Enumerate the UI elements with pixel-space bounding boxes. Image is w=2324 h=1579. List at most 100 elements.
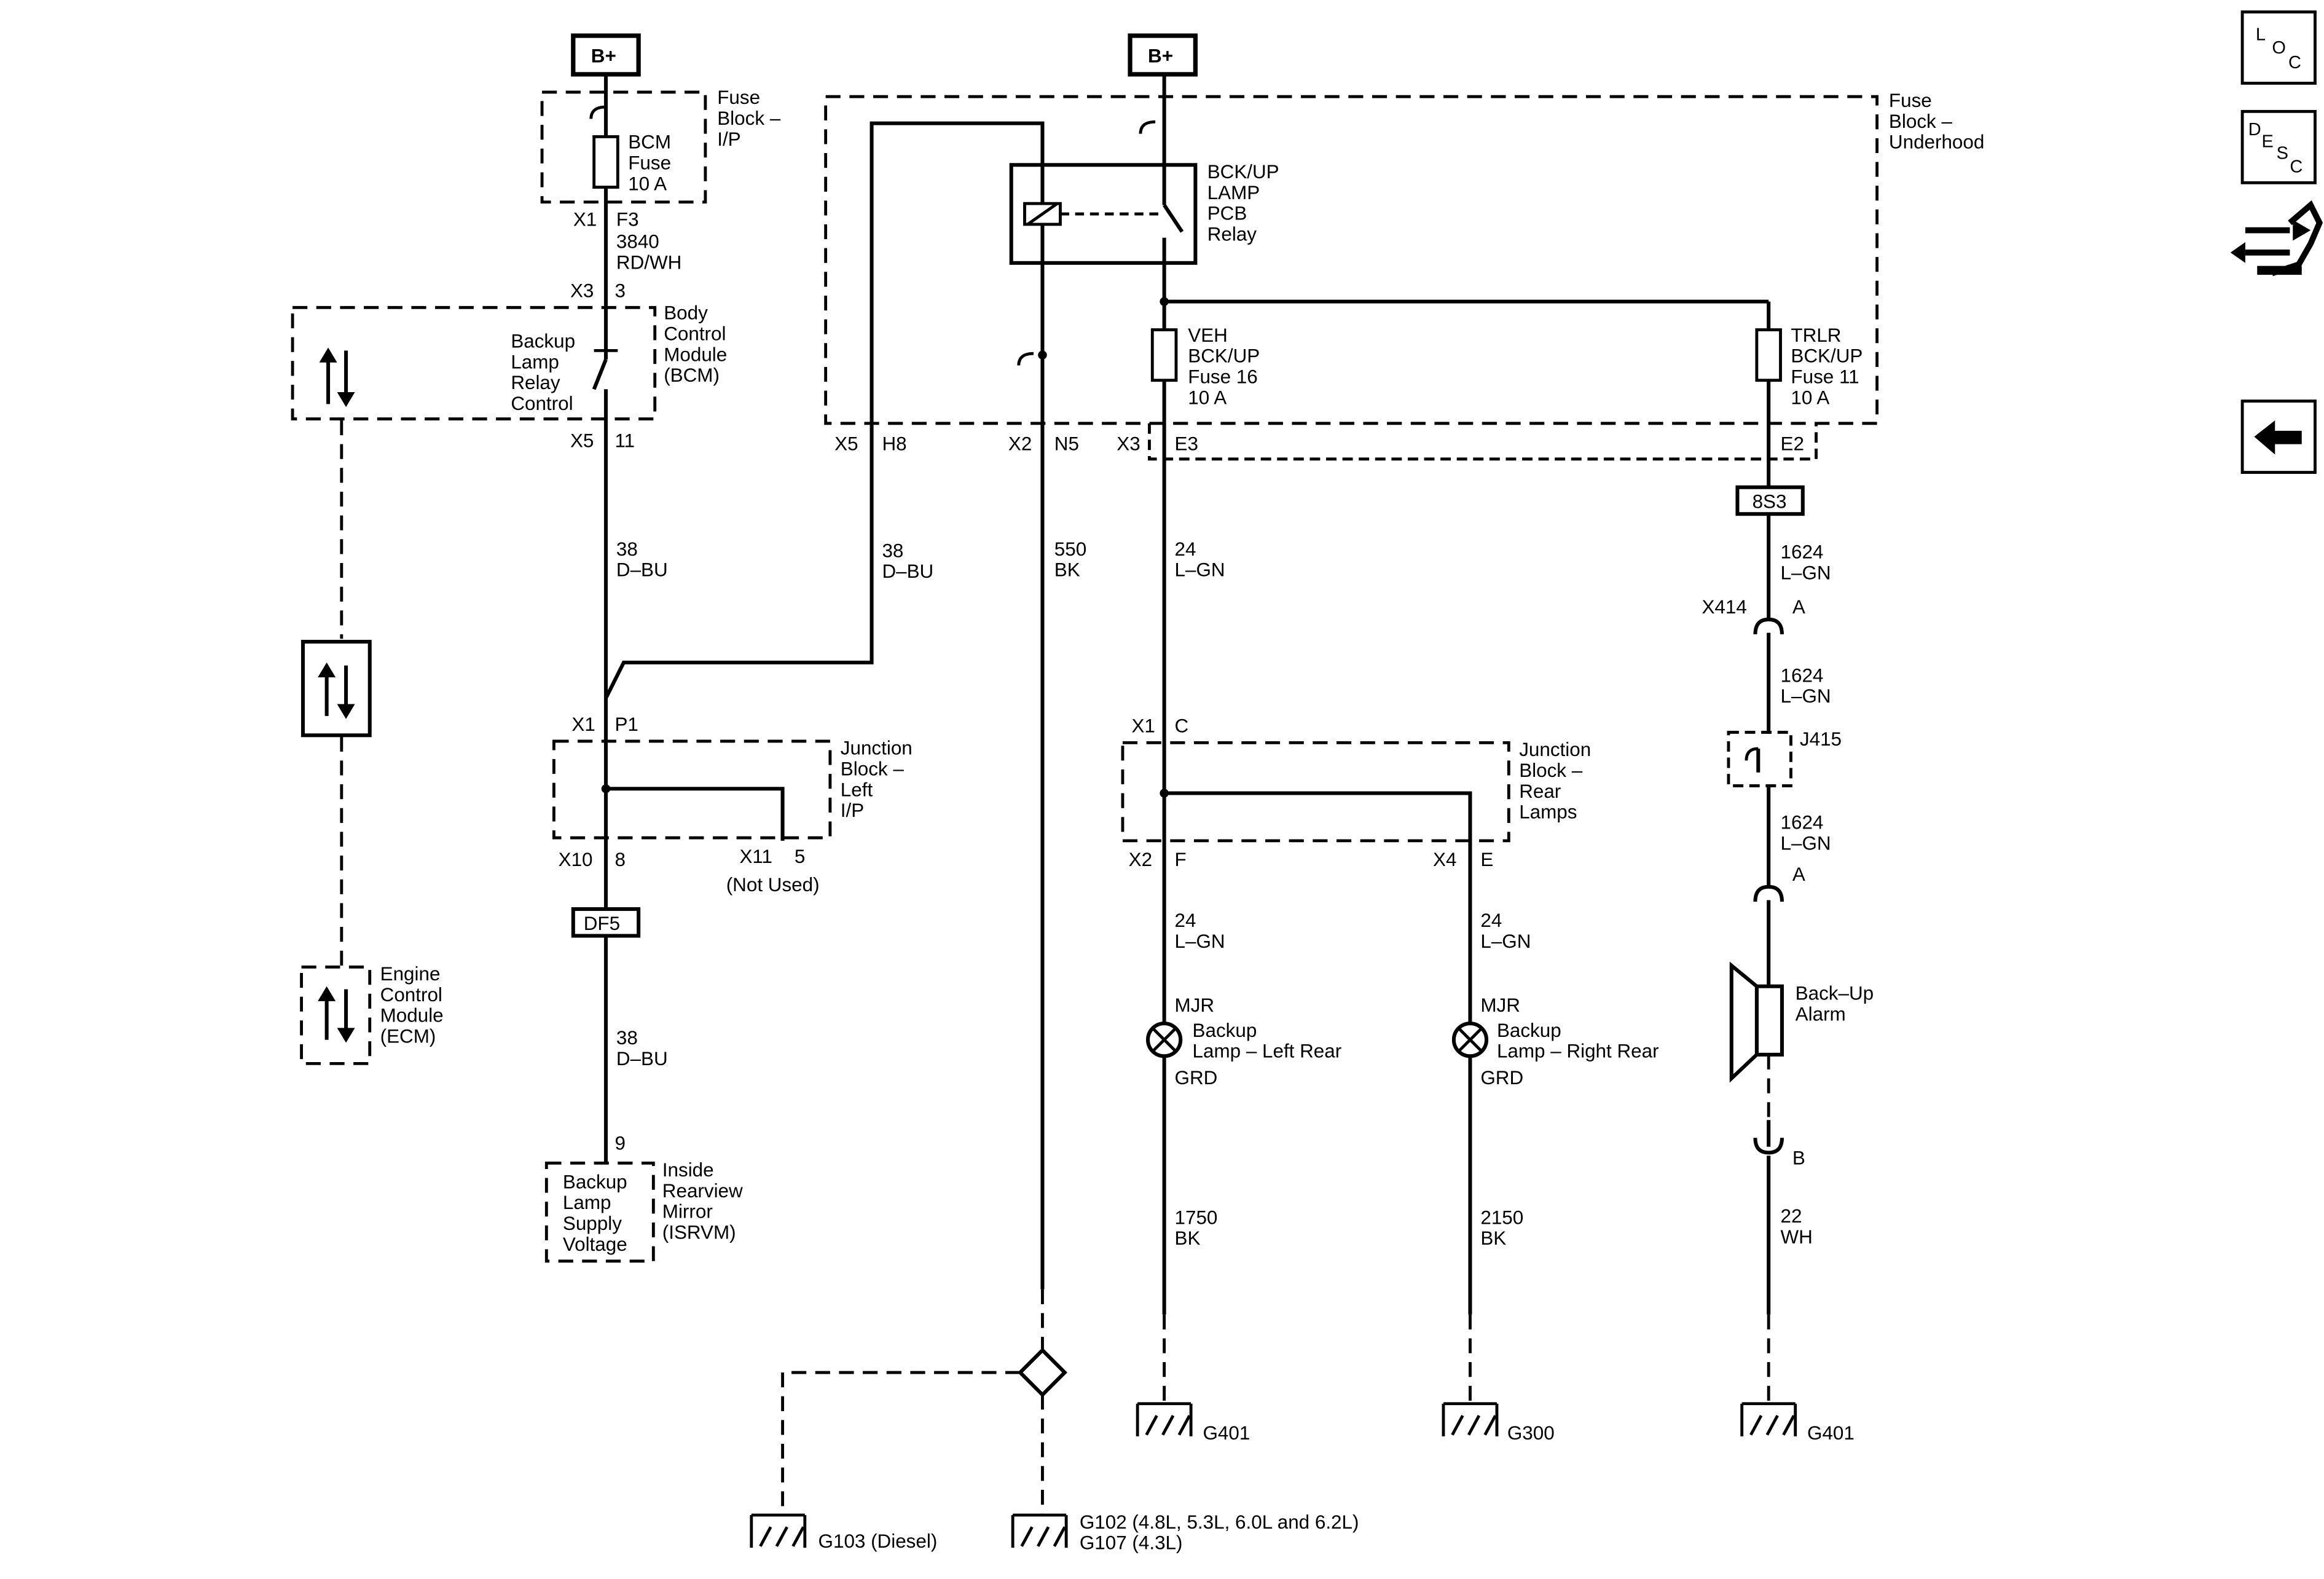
svg-text:Fuse: Fuse bbox=[717, 87, 760, 108]
ground-g401-right: G401 bbox=[1742, 1404, 1855, 1444]
ground-g300: G300 bbox=[1443, 1404, 1555, 1444]
svg-text:E2: E2 bbox=[1781, 433, 1804, 454]
serial-data-icon bbox=[300, 640, 372, 738]
svg-text:PCB: PCB bbox=[1207, 203, 1247, 224]
svg-text:L–GN: L–GN bbox=[1781, 685, 1831, 707]
svg-text:Fuse: Fuse bbox=[628, 152, 671, 174]
back-up-alarm-icon: Back–Up Alarm bbox=[1729, 961, 1874, 1083]
svg-text:11: 11 bbox=[614, 430, 635, 451]
svg-text:G401: G401 bbox=[1203, 1422, 1250, 1444]
svg-text:G103 (Diesel): G103 (Diesel) bbox=[819, 1530, 938, 1552]
svg-text:X2: X2 bbox=[1008, 433, 1032, 454]
junction-block-rear-lamps: X1 C Junction Block – Rear Lamps X2 F X4… bbox=[1121, 715, 1591, 870]
svg-text:C: C bbox=[2288, 53, 2301, 73]
svg-text:Relay: Relay bbox=[1207, 224, 1257, 245]
svg-text:Alarm: Alarm bbox=[1796, 1003, 1846, 1025]
svg-text:Fuse: Fuse bbox=[1889, 90, 1932, 111]
svg-text:22: 22 bbox=[1781, 1205, 1802, 1227]
svg-text:Left: Left bbox=[841, 779, 873, 800]
svg-text:550: 550 bbox=[1054, 538, 1086, 560]
bcm-fuse-symbol bbox=[592, 135, 619, 189]
svg-text:F3: F3 bbox=[616, 208, 639, 230]
svg-text:Body: Body bbox=[664, 302, 708, 324]
svg-text:Voltage: Voltage bbox=[563, 1234, 627, 1255]
svg-text:1624: 1624 bbox=[1781, 812, 1824, 833]
connector-symbol bbox=[589, 105, 607, 119]
svg-text:P1: P1 bbox=[614, 714, 638, 735]
b-plus-right-label: B+ bbox=[1148, 45, 1173, 67]
splice-diamond bbox=[1017, 1347, 1067, 1398]
svg-text:X10: X10 bbox=[559, 849, 593, 870]
ground-g401-left: G401 bbox=[1137, 1404, 1250, 1444]
svg-text:A: A bbox=[1792, 596, 1805, 618]
svg-text:MJR: MJR bbox=[1480, 994, 1520, 1016]
svg-text:Rear: Rear bbox=[1519, 781, 1561, 802]
svg-text:(Not Used): (Not Used) bbox=[726, 874, 820, 896]
svg-text:3: 3 bbox=[614, 280, 625, 301]
svg-text:24: 24 bbox=[1175, 910, 1196, 931]
svg-text:F: F bbox=[1175, 849, 1187, 870]
svg-text:H8: H8 bbox=[882, 433, 906, 454]
svg-text:(ISRVM): (ISRVM) bbox=[662, 1222, 736, 1243]
svg-text:2150: 2150 bbox=[1480, 1207, 1523, 1228]
svg-text:1624: 1624 bbox=[1781, 664, 1824, 686]
svg-text:10 A: 10 A bbox=[1791, 387, 1829, 408]
svg-text:Block –: Block – bbox=[1889, 111, 1953, 132]
back-arrow-button[interactable] bbox=[2240, 400, 2317, 474]
body-control-module: X3 3 Body Control Module (BCM) Backup La… bbox=[291, 280, 727, 451]
fuse-block-ip: Fuse Block – I/P BCM Fuse 10 A bbox=[540, 87, 781, 204]
backup-lamp-left-rear: MJR Backup Lamp – Left Rear GRD bbox=[1146, 994, 1341, 1089]
svg-text:X11: X11 bbox=[739, 846, 772, 867]
svg-text:Backup: Backup bbox=[1497, 1020, 1561, 1041]
svg-text:Back–Up: Back–Up bbox=[1796, 982, 1874, 1004]
svg-text:MJR: MJR bbox=[1175, 994, 1215, 1016]
backup-lamp-right-rear: MJR Backup Lamp – Right Rear GRD bbox=[1451, 994, 1659, 1089]
svg-text:Control: Control bbox=[511, 393, 573, 414]
svg-text:(BCM): (BCM) bbox=[664, 364, 720, 386]
svg-text:Supply: Supply bbox=[563, 1213, 622, 1234]
svg-text:L–GN: L–GN bbox=[1781, 832, 1831, 854]
svg-text:E3: E3 bbox=[1175, 433, 1198, 454]
svg-text:X3: X3 bbox=[1117, 433, 1140, 454]
svg-text:L–GN: L–GN bbox=[1175, 931, 1225, 952]
svg-text:L–GN: L–GN bbox=[1781, 562, 1831, 584]
svg-text:10 A: 10 A bbox=[1188, 387, 1227, 408]
svg-text:G102 (4.8L, 5.3L, 6.0L and 6.2: G102 (4.8L, 5.3L, 6.0L and 6.2L) bbox=[1080, 1511, 1359, 1533]
loc-button[interactable]: L O C bbox=[2240, 10, 2317, 85]
svg-text:Rearview: Rearview bbox=[662, 1180, 743, 1202]
svg-text:C: C bbox=[1175, 715, 1189, 736]
svg-text:TRLR: TRLR bbox=[1791, 325, 1841, 346]
svg-text:Backup: Backup bbox=[511, 331, 575, 352]
svg-text:D: D bbox=[2248, 120, 2261, 140]
svg-text:Lamp – Right Rear: Lamp – Right Rear bbox=[1497, 1041, 1659, 1062]
svg-text:Fuse 11: Fuse 11 bbox=[1791, 366, 1859, 388]
svg-text:DF5: DF5 bbox=[584, 913, 620, 934]
svg-text:BCK/UP: BCK/UP bbox=[1207, 161, 1279, 183]
svg-text:BCK/UP: BCK/UP bbox=[1791, 345, 1863, 367]
svg-text:J415: J415 bbox=[1800, 728, 1842, 750]
connector-repair-icon[interactable] bbox=[2230, 200, 2323, 277]
svg-text:8S3: 8S3 bbox=[1753, 491, 1787, 513]
svg-text:X5: X5 bbox=[570, 430, 594, 451]
svg-text:RD/WH: RD/WH bbox=[616, 251, 681, 273]
svg-text:24: 24 bbox=[1175, 538, 1196, 560]
bck-up-lamp-pcb-relay: BCK/UP LAMP PCB Relay bbox=[1009, 161, 1279, 265]
svg-text:Backup: Backup bbox=[563, 1171, 627, 1192]
svg-text:Engine: Engine bbox=[380, 963, 441, 985]
svg-text:X1: X1 bbox=[1131, 715, 1155, 736]
svg-text:Module: Module bbox=[380, 1005, 444, 1026]
svg-text:Lamp: Lamp bbox=[563, 1192, 611, 1213]
svg-text:Block –: Block – bbox=[1519, 760, 1583, 781]
svg-text:Fuse 16: Fuse 16 bbox=[1188, 366, 1257, 388]
svg-text:BCM: BCM bbox=[628, 132, 671, 153]
svg-text:G401: G401 bbox=[1807, 1422, 1855, 1444]
svg-text:C: C bbox=[2290, 157, 2302, 176]
svg-text:Module: Module bbox=[664, 344, 727, 365]
svg-text:24: 24 bbox=[1480, 910, 1502, 931]
svg-text:38: 38 bbox=[882, 540, 903, 561]
desc-button[interactable]: D E S C bbox=[2240, 109, 2317, 184]
connector-symbol bbox=[1753, 1138, 1784, 1155]
svg-text:9: 9 bbox=[614, 1133, 625, 1154]
svg-text:3840: 3840 bbox=[616, 231, 659, 253]
svg-text:BK: BK bbox=[1054, 559, 1080, 581]
